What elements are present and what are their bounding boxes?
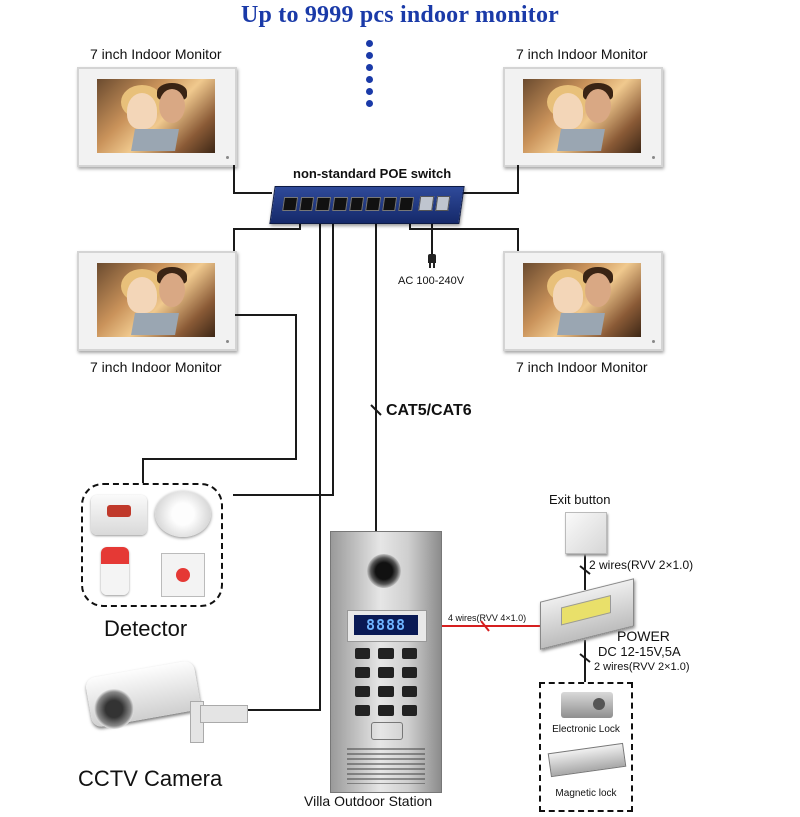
monitor-label-bottom-left: 7 inch Indoor Monitor — [90, 359, 222, 375]
keypad-key[interactable] — [401, 686, 417, 697]
electronic-lock-icon — [561, 692, 613, 718]
camera-lens-icon — [367, 554, 401, 588]
monitor-screen-image — [523, 79, 641, 153]
station-wire-label: 4 wires(RVV 4×1.0) — [448, 613, 527, 623]
keypad-key[interactable] — [378, 686, 394, 697]
monitor-screen-image — [97, 79, 215, 153]
cctv-camera-label: CCTV Camera — [78, 766, 223, 791]
poe-switch — [269, 186, 465, 224]
alarm-siren-icon — [101, 547, 129, 595]
exit-button-label: Exit button — [549, 492, 611, 507]
cable-type-label: CAT5/CAT6 — [386, 402, 472, 419]
indoor-monitor-top-left — [77, 67, 237, 167]
keypad-key[interactable] — [378, 648, 394, 659]
indoor-monitor-bottom-right — [503, 251, 663, 351]
more-monitors-dots — [366, 40, 374, 107]
card-reader-icon — [371, 722, 403, 740]
poe-switch-label: non-standard POE switch — [293, 166, 452, 181]
diagram-title: Up to 9999 pcs indoor monitor — [240, 2, 560, 28]
exit-button-icon — [565, 512, 607, 554]
keypad-key[interactable] — [355, 667, 371, 678]
station-display: 8888 — [354, 615, 418, 635]
pir-sensor-icon — [91, 495, 147, 535]
monitor-label-top-left: 7 inch Indoor Monitor — [90, 46, 222, 62]
monitor-label-top-right: 7 inch Indoor Monitor — [516, 46, 648, 62]
power-spec-label: DC 12-15V,5A — [598, 644, 681, 659]
detector-label: Detector — [104, 616, 188, 641]
monitor-screen-image — [97, 263, 215, 337]
indoor-monitor-top-right — [503, 67, 663, 167]
indoor-monitor-bottom-left — [77, 251, 237, 351]
keypad-key[interactable] — [355, 686, 371, 697]
keypad-key[interactable] — [355, 705, 371, 716]
exit-wire-label: 2 wires(RVV 2×1.0) — [589, 558, 694, 572]
villa-outdoor-station: 8888 — [330, 531, 442, 793]
keypad — [355, 648, 417, 718]
keypad-key[interactable] — [355, 648, 371, 659]
lock-wire-label: 2 wires(RVV 2×1.0) — [594, 661, 690, 673]
magnetic-lock-label: Magnetic lock — [555, 788, 617, 799]
power-plug-icon — [426, 254, 438, 268]
smoke-detector-icon — [155, 491, 211, 537]
magnetic-lock-icon — [547, 742, 627, 778]
emergency-button-icon — [161, 553, 205, 597]
keypad-key[interactable] — [401, 667, 417, 678]
speaker-grille — [347, 748, 425, 784]
keypad-key[interactable] — [401, 705, 417, 716]
monitor-screen-image — [523, 263, 641, 337]
keypad-key[interactable] — [401, 648, 417, 659]
monitor-label-bottom-right: 7 inch Indoor Monitor — [516, 359, 648, 375]
keypad-key[interactable] — [378, 705, 394, 716]
cctv-camera-icon — [80, 655, 250, 755]
power-label: POWER — [617, 628, 670, 644]
outdoor-station-label: Villa Outdoor Station — [304, 793, 433, 809]
keypad-key[interactable] — [378, 667, 394, 678]
electronic-lock-label: Electronic Lock — [552, 724, 620, 735]
lock-group: Electronic Lock Magnetic lock — [539, 682, 633, 812]
detector-group — [81, 483, 223, 607]
power-input-label: AC 100-240V — [398, 275, 465, 287]
